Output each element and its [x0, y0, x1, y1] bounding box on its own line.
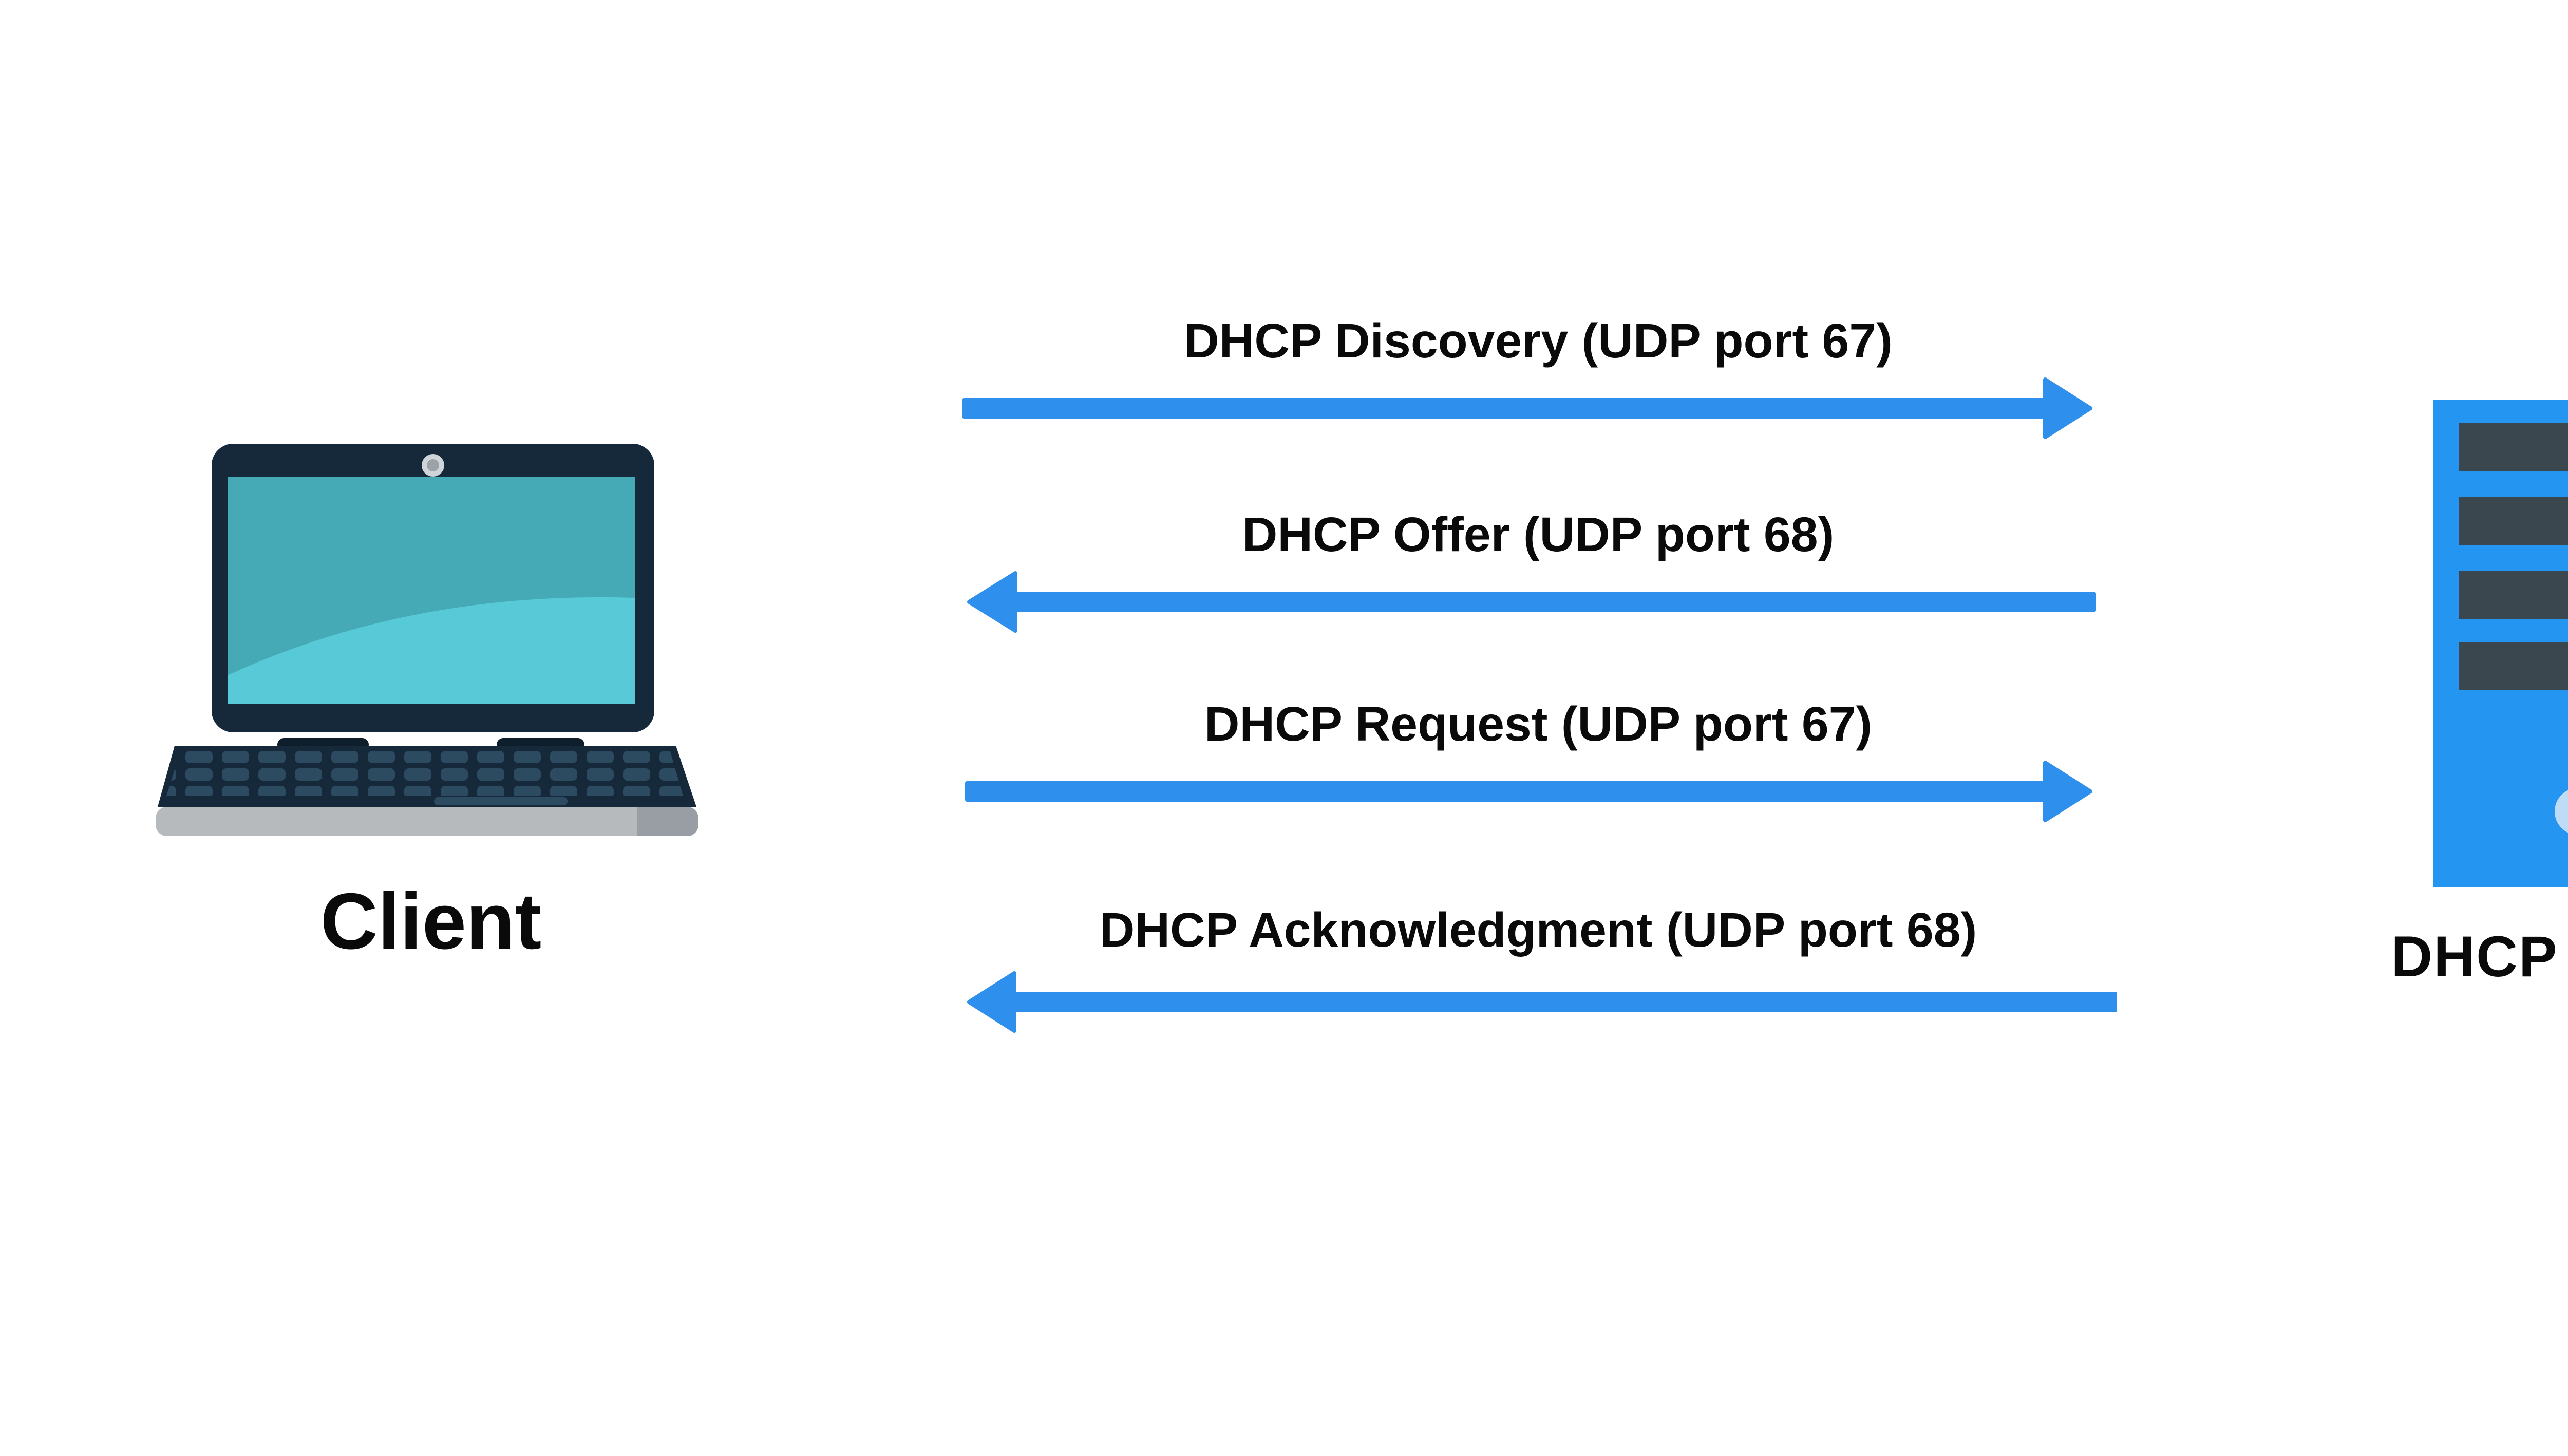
message-label-dhcp-request: DHCP Request (UDP port 67): [1204, 697, 1873, 751]
client-laptop-icon: [156, 444, 698, 836]
dhcp-server-icon: [2433, 400, 2568, 887]
server-power-button: [2555, 790, 2568, 833]
arrow-dhcp-request-right: [965, 761, 2092, 822]
left-arrow-icon: [967, 571, 2096, 633]
server-bay: [2459, 423, 2568, 471]
server-label: DHCP Server: [2391, 924, 2568, 989]
server-bay: [2459, 642, 2568, 690]
client-label: Client: [320, 877, 542, 966]
laptop-deck-shadow: [637, 807, 698, 836]
message-label-dhcp-acknowledgment: DHCP Acknowledgment (UDP port 68): [1099, 903, 1977, 957]
arrow-dhcp-acknowledgment-left: [967, 971, 2117, 1033]
server-bay: [2459, 497, 2568, 545]
laptop-deck: [156, 807, 698, 836]
right-arrow-icon: [965, 761, 2092, 822]
server-bay: [2459, 571, 2568, 619]
left-arrow-icon: [967, 971, 2117, 1033]
arrow-dhcp-discovery-right: [962, 377, 2092, 439]
arrow-dhcp-offer-left: [967, 571, 2096, 633]
laptop-spacebar: [434, 797, 568, 805]
laptop-keys: [166, 750, 683, 796]
webcam-lens: [427, 459, 439, 471]
right-arrow-icon: [962, 377, 2092, 439]
laptop-screen-shade: [228, 477, 635, 675]
message-label-dhcp-discovery: DHCP Discovery (UDP port 67): [1184, 314, 1893, 368]
message-label-dhcp-offer: DHCP Offer (UDP port 68): [1242, 507, 1835, 562]
